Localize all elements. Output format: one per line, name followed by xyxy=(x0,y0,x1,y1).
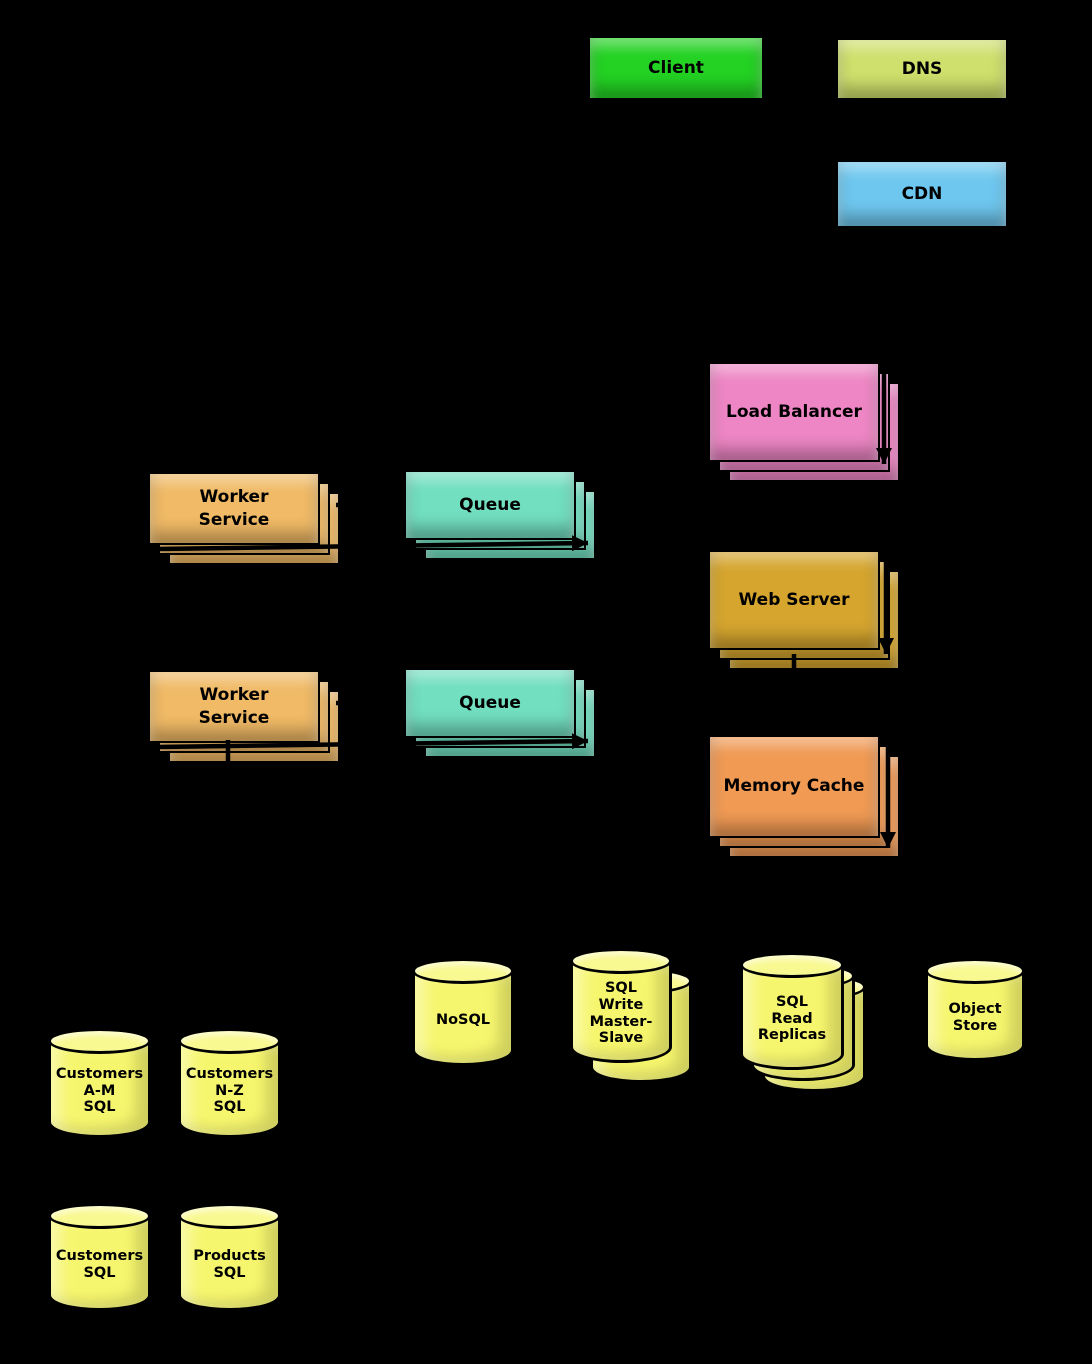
cylinder-body xyxy=(178,1041,281,1138)
cylinder-body xyxy=(48,1041,151,1138)
object-store-label: Object Store xyxy=(948,1000,1002,1034)
customers-nz-sql-label: Customers N-Z SQL xyxy=(185,1065,274,1116)
cylinder: Customers SQL xyxy=(48,1203,151,1311)
queue-bottom-node: Queue xyxy=(404,668,596,758)
load-balancer-node: Load Balancer xyxy=(708,362,900,482)
cylinder-top xyxy=(412,958,514,984)
customers-nz-sql-db: Customers N-Z SQL xyxy=(178,1028,281,1138)
queue-top-node: Queue xyxy=(404,470,596,560)
load-balancer-label: Load Balancer xyxy=(726,401,862,422)
cylinder-top xyxy=(570,948,672,974)
dns-label: DNS xyxy=(901,58,943,79)
worker-service-bottom-box: Worker Service xyxy=(148,670,320,743)
queue-top-box: Queue xyxy=(404,470,576,540)
cylinder-top xyxy=(48,1028,151,1054)
cylinder: NoSQL xyxy=(412,958,514,1066)
queue-bottom-label: Queue xyxy=(459,692,521,713)
cylinder-top xyxy=(740,952,844,978)
sql-read-replicas-label: SQL Read Replicas xyxy=(757,993,827,1044)
cdn-node: CDN xyxy=(836,160,1008,228)
client-box: Client xyxy=(588,36,764,100)
sql-write-master-slave-label: SQL Write Master- Slave xyxy=(589,980,653,1047)
worker-service-top-label: Worker Service xyxy=(198,487,270,530)
nosql-label: NoSQL xyxy=(435,1011,491,1028)
cylinder-body xyxy=(412,971,514,1066)
customers-am-sql-label: Customers A-M SQL xyxy=(55,1065,144,1116)
cylinder-top xyxy=(48,1203,151,1229)
object-store-db: Object Store xyxy=(925,958,1025,1061)
queue-top-label: Queue xyxy=(459,494,521,515)
cdn-box: CDN xyxy=(836,160,1008,228)
memory-cache-node: Memory Cache xyxy=(708,735,900,858)
worker-service-bottom-label: Worker Service xyxy=(198,685,270,728)
cylinder-body xyxy=(570,961,672,1063)
client-label: Client xyxy=(648,57,704,78)
cylinder-top xyxy=(925,958,1025,984)
web-server-box: Web Server xyxy=(708,550,880,650)
memory-cache-box: Memory Cache xyxy=(708,735,880,838)
customers-sql-label: Customers SQL xyxy=(55,1248,144,1281)
worker-service-bottom-node: Worker Service xyxy=(148,670,340,763)
cylinder: SQL Read Replicas xyxy=(740,952,844,1070)
products-sql-label: Products SQL xyxy=(193,1248,266,1281)
cylinder-body xyxy=(925,971,1025,1061)
edge-client-to-cdn xyxy=(741,99,857,161)
dns-node: DNS xyxy=(836,38,1008,100)
sql-read-replicas-db: SQL Read Replicas xyxy=(740,952,866,1092)
worker-service-top-node: Worker Service xyxy=(148,472,340,565)
client-node: Client xyxy=(588,36,764,100)
load-balancer-box: Load Balancer xyxy=(708,362,880,462)
cylinder-top xyxy=(178,1203,281,1229)
cylinder: Customers A-M SQL xyxy=(48,1028,151,1138)
products-sql-db: Products SQL xyxy=(178,1203,281,1311)
dns-box: DNS xyxy=(836,38,1008,100)
web-server-label: Web Server xyxy=(738,589,850,610)
nosql-db: NoSQL xyxy=(412,958,514,1066)
cdn-label: CDN xyxy=(901,183,943,204)
cylinder-top xyxy=(178,1028,281,1054)
customers-am-sql-db: Customers A-M SQL xyxy=(48,1028,151,1138)
cylinder: Customers N-Z SQL xyxy=(178,1028,281,1138)
memory-cache-label: Memory Cache xyxy=(723,776,865,797)
sql-write-master-slave-db: SQL Write Master- Slave xyxy=(570,948,692,1083)
customers-sql-db: Customers SQL xyxy=(48,1203,151,1311)
cylinder-body xyxy=(178,1216,281,1311)
cylinder: SQL Write Master- Slave xyxy=(570,948,672,1063)
worker-service-top-box: Worker Service xyxy=(148,472,320,545)
cylinder: Object Store xyxy=(925,958,1025,1061)
web-server-node: Web Server xyxy=(708,550,900,670)
cylinder: Products SQL xyxy=(178,1203,281,1311)
cylinder-body xyxy=(740,965,844,1070)
edge-client-to-load-balancer xyxy=(669,101,785,357)
queue-bottom-box: Queue xyxy=(404,668,576,738)
cylinder-body xyxy=(48,1216,151,1311)
